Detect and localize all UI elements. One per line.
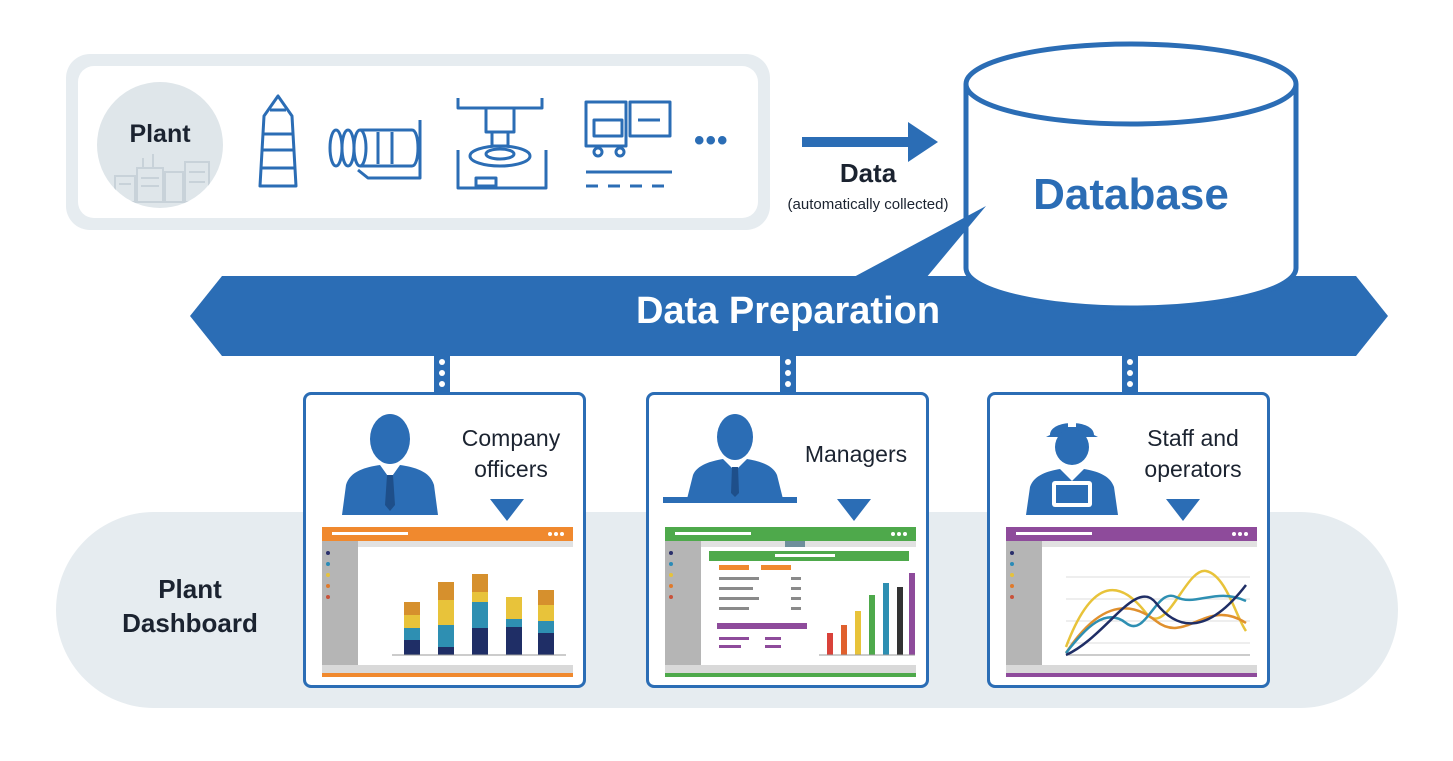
role-card-company-officers: Company officers bbox=[303, 392, 586, 688]
roller-icon bbox=[328, 120, 422, 180]
plant-dashboard-label-line2: Dashboard bbox=[122, 608, 258, 638]
role-card-managers: Managers bbox=[646, 392, 929, 688]
plant-circle: Plant bbox=[97, 82, 223, 208]
role-label-line1: Staff and bbox=[1147, 425, 1239, 451]
data-flow-arrow bbox=[802, 122, 938, 162]
database-cylinder bbox=[963, 41, 1299, 311]
database-connector bbox=[852, 206, 986, 278]
truck-icon bbox=[584, 100, 672, 188]
data-preparation-label: Data Preparation bbox=[635, 290, 941, 332]
plant-label: Plant bbox=[129, 120, 191, 148]
operator-hardhat-person-icon bbox=[1026, 417, 1118, 515]
down-pointer-icon bbox=[1166, 499, 1200, 521]
more-equipment-indicator: ••• bbox=[694, 124, 729, 157]
role-label-line2: operators bbox=[1144, 456, 1242, 482]
drill-icon bbox=[258, 94, 298, 188]
plant-dashboard-label: Plant Dashboard bbox=[90, 572, 290, 640]
data-label: Data bbox=[839, 158, 897, 188]
role-label-line2: officers bbox=[474, 456, 548, 482]
data-preparation-banner-graphic bbox=[190, 41, 1388, 394]
data-sublabel: (automatically collected) bbox=[787, 196, 949, 213]
down-pointer-icon bbox=[837, 499, 871, 521]
database-label: Database bbox=[1033, 170, 1229, 219]
banner-connectors bbox=[434, 354, 1138, 394]
dashboard-screen-line-chart bbox=[1006, 527, 1257, 677]
role-label-line1: Managers bbox=[804, 441, 908, 467]
role-label-line1: Company bbox=[461, 425, 561, 451]
plant-dashboard-label-line1: Plant bbox=[158, 574, 222, 604]
press-icon bbox=[456, 98, 548, 190]
dashboard-screen-table-chart bbox=[665, 527, 916, 677]
down-pointer-icon bbox=[490, 499, 524, 521]
officer-person-icon bbox=[342, 414, 438, 515]
dashboard-screen-bar-chart bbox=[322, 527, 573, 677]
factory-icon bbox=[114, 154, 210, 203]
plant-equipment-icons bbox=[258, 94, 672, 190]
manager-person-icon bbox=[663, 414, 797, 503]
role-card-staff-operators: Staff and operators bbox=[987, 392, 1270, 688]
